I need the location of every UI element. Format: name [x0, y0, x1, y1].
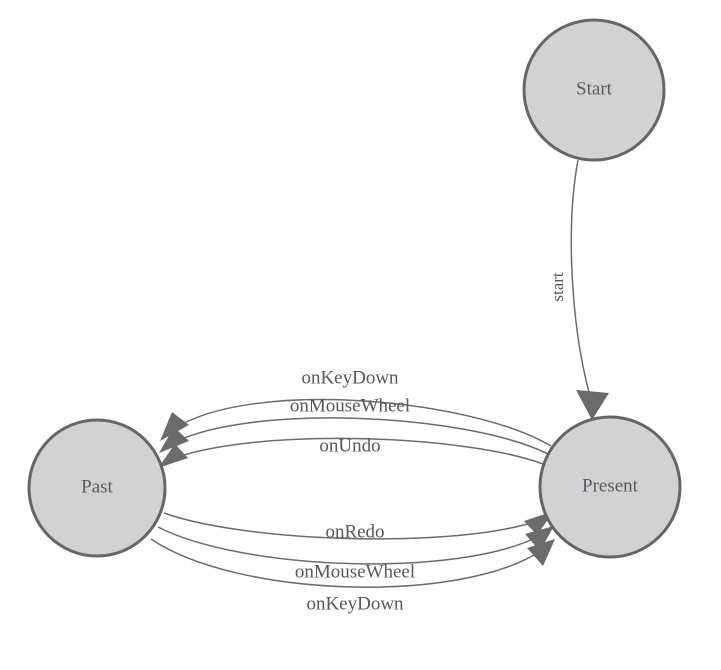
- edge-path-past-present-onredo: [163, 512, 541, 540]
- edge-start-to-present[interactable]: start: [548, 159, 609, 420]
- node-present-label: Present: [582, 475, 639, 496]
- edge-path-present-past-onmousewheel: [172, 417, 549, 455]
- node-past-label: Past: [81, 476, 113, 497]
- edge-label-past-present-onmousewheel: onMouseWheel: [295, 561, 415, 582]
- arrowhead-start-present: [576, 390, 609, 420]
- edge-present-to-past-onundo[interactable]: onUndo: [158, 435, 544, 468]
- node-start[interactable]: Start: [522, 18, 666, 162]
- edge-past-to-present-onredo[interactable]: onRedo: [163, 511, 554, 542]
- edge-label-present-past-onmousewheel: onMouseWheel: [290, 395, 410, 416]
- node-past[interactable]: Past: [27, 418, 167, 558]
- edge-past-to-present-onmousewheel[interactable]: onMouseWheel: [157, 526, 554, 582]
- node-past-circle: [27, 418, 167, 558]
- arrowhead-present-past-onkeydown: [160, 412, 189, 441]
- node-present[interactable]: Present: [538, 415, 682, 559]
- edge-path-past-present-onmousewheel: [157, 526, 542, 565]
- edge-label-present-past-onundo: onUndo: [319, 435, 380, 456]
- edge-path-start-present: [570, 159, 591, 397]
- edge-present-to-past-onmousewheel[interactable]: onMouseWheel: [159, 395, 549, 455]
- edge-label-present-past-onkeydown: onKeyDown: [301, 367, 399, 388]
- arrowhead-present-past-onundo: [158, 444, 188, 468]
- edge-path-present-past-onkeydown: [173, 398, 552, 447]
- arrowhead-past-present-onkeydown: [527, 539, 555, 566]
- arrowhead-past-present-onmousewheel: [525, 526, 554, 551]
- node-present-circle: [538, 415, 682, 559]
- edge-present-to-past-onkeydown[interactable]: onKeyDown: [160, 367, 552, 447]
- edge-label-past-present-onkeydown: onKeyDown: [306, 593, 404, 614]
- edge-path-present-past-onundo: [171, 437, 544, 465]
- edge-label-past-present-onredo: onRedo: [325, 521, 384, 542]
- arrowhead-present-past-onmousewheel: [159, 427, 189, 453]
- node-start-label: Start: [576, 78, 613, 99]
- edge-path-past-present-onkeydown: [150, 538, 543, 588]
- edge-past-to-present-onkeydown[interactable]: onKeyDown: [150, 538, 555, 614]
- edge-label-start: start: [548, 272, 567, 302]
- node-start-circle: [522, 18, 666, 162]
